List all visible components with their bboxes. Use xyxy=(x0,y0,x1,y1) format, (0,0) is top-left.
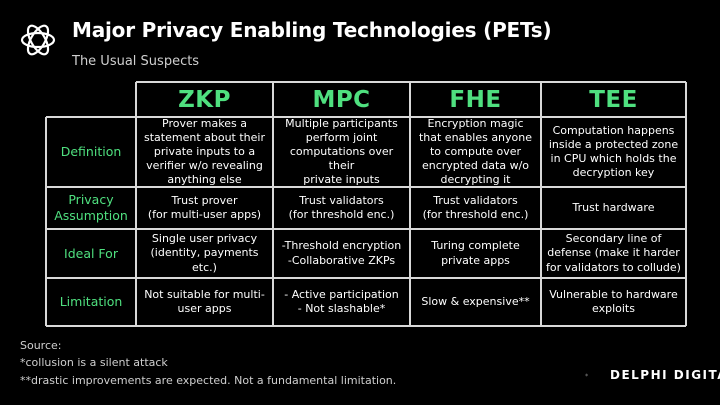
column-header-tee: TEE xyxy=(589,86,638,113)
row-label-ideal-for: Ideal For xyxy=(64,245,118,261)
table-cell: Not suitable for multi-user apps xyxy=(144,287,265,315)
column-header-zkp: ZKP xyxy=(178,86,231,113)
delphi-sun-icon xyxy=(585,373,589,377)
page-title: Major Privacy Enabling Technologies (PET… xyxy=(72,18,552,42)
table-cell: -Threshold encryption-Collaborative ZKPs xyxy=(281,239,402,267)
table-cell: - Active participation- Not slashable* xyxy=(284,287,399,315)
column-header-mpc: MPC xyxy=(312,86,371,113)
table-cell: Slow & expensive** xyxy=(421,294,530,308)
brand-name: DELPHI DIGITAL xyxy=(610,368,720,382)
footer-source: Source: xyxy=(20,339,62,352)
footer-note-collusion: *collusion is a silent attack xyxy=(20,356,168,369)
page-subtitle: The Usual Suspects xyxy=(72,54,200,69)
column-header-fhe: FHE xyxy=(449,86,502,113)
table-cell: Trust hardware xyxy=(572,200,655,214)
table-cell: Trust validators(for threshold enc.) xyxy=(288,193,395,221)
row-label-definition: Definition xyxy=(60,144,122,160)
table-cell: Trust prover(for multi-user apps) xyxy=(147,193,262,221)
delphi-knot-icon xyxy=(20,24,56,56)
table-cell: Trust validators(for threshold enc.) xyxy=(422,193,529,221)
footer-note-improvements: **drastic improvements are expected. Not… xyxy=(20,374,397,387)
row-label-limitation: Limitation xyxy=(59,294,123,310)
